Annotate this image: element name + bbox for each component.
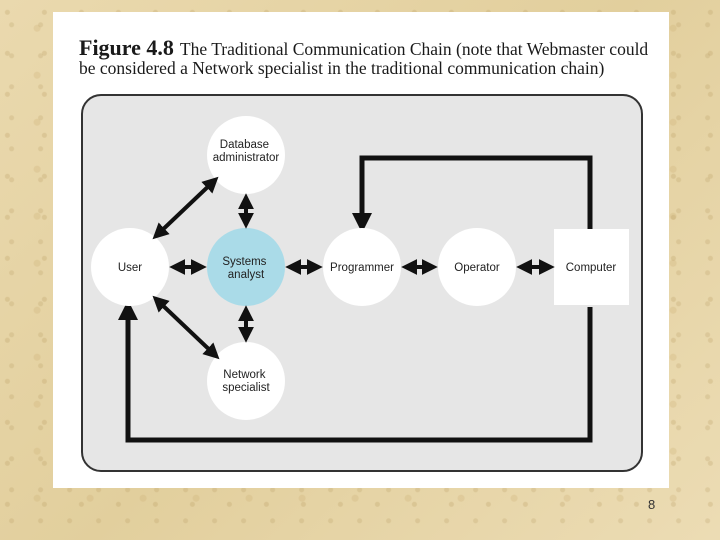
label-computer: Computer — [566, 262, 617, 274]
figure-number: Figure 4.8 — [79, 35, 174, 60]
figure-caption-text: The Traditional Communication Chain (not… — [79, 39, 649, 78]
node-programmer — [323, 228, 401, 306]
node-network-specialist — [207, 342, 285, 420]
arrow-user-database — [152, 176, 219, 240]
node-systems-analyst — [207, 228, 285, 306]
communication-chain-diagram: Database administrator User Systems anal… — [91, 116, 629, 443]
label-network-specialist: Network specialist — [222, 369, 270, 394]
loop-arrow-computer-to-user — [118, 300, 593, 443]
label-programmer: Programmer — [330, 262, 394, 274]
node-computer — [554, 229, 629, 305]
node-database-administrator — [207, 116, 285, 194]
arrow-user-network — [152, 295, 220, 360]
page-number: 8 — [648, 497, 656, 512]
node-operator — [438, 228, 516, 306]
label-user: User — [118, 262, 142, 274]
node-user — [91, 228, 169, 306]
label-systems-analyst: Systems analyst — [222, 256, 269, 281]
label-operator: Operator — [454, 262, 500, 274]
loop-arrow-computer-to-programmer — [352, 155, 593, 233]
label-database-administrator: Database administrator — [213, 139, 280, 164]
